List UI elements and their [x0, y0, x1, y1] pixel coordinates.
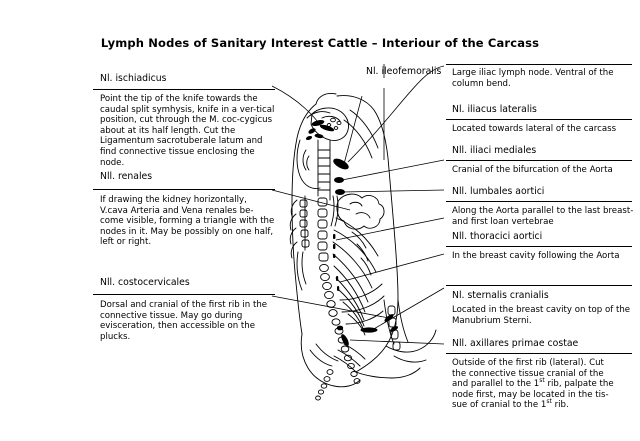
text-thoracici-aortici: In the breast cavity following the Aorta — [452, 251, 620, 261]
text-iliac-large: Large iliac lymph node. Ventral of the c… — [452, 68, 614, 89]
heading-nll-iliaci-mediales: Nll. iliaci mediales — [452, 145, 537, 156]
divider-iliac-large — [446, 64, 632, 65]
text-nl-ischiadicus: Point the tip of the knife towards the c… — [100, 94, 275, 168]
divider-ischiadicus — [93, 89, 275, 90]
text-iliacus-lateralis: Located towards lateral of the carcass — [452, 124, 617, 134]
text-iliaci-mediales: Cranial of the bifurcation of the Aorta — [452, 165, 613, 175]
heading-nll-costocervicales: Nll. costocervicales — [100, 277, 190, 288]
axillares-line-2: the connective tissue cranial of the — [452, 368, 604, 379]
text-lumbales-aortici: Along the Aorta parallel to the last bre… — [452, 206, 634, 227]
text-sternalis-cranialis: Located in the breast cavity on top of t… — [452, 305, 631, 326]
axillares-line-3-sup: st — [539, 377, 545, 385]
divider-iliaci-mediales — [446, 160, 632, 161]
axillares-line-5-pre: sue of cranial to the 1 — [452, 400, 547, 411]
heading-nl-sternalis-cranialis: Nl. sternalis cranialis — [452, 290, 549, 301]
axillares-line-3-pre: and parallel to the 1 — [452, 379, 540, 390]
axillares-line-4: node first, may be located in the tis- — [452, 389, 609, 400]
axillares-line-5-post: rib. — [551, 400, 569, 411]
divider-axillares — [446, 353, 632, 354]
divider-costocervicales — [93, 294, 275, 295]
divider-sternalis-top — [446, 285, 632, 286]
page-title: Lymph Nodes of Sanitary Interest Cattle … — [100, 36, 540, 50]
text-axillares-primae-costae: Outside of the first rib (lateral). Cut … — [452, 358, 636, 411]
heading-nll-axillares-primae-costae: Nll. axillares primae costae — [452, 338, 579, 349]
divider-thoracici-aortici — [446, 246, 632, 247]
axillares-line-3-post: rib, palpate the — [544, 379, 614, 390]
label-ileofemoralis: Nl. ileofemoralis — [366, 66, 442, 77]
text-nll-renales: If drawing the kidney horizontally, V.ca… — [100, 195, 275, 248]
divider-lumbales-aortici — [446, 201, 632, 202]
lymph-node-markers — [305, 120, 399, 346]
heading-nl-ischiadicus: Nl. ischiadicus — [100, 73, 167, 84]
heading-nl-iliacus-lateralis: Nl. iliacus lateralis — [452, 104, 537, 115]
text-nll-costocervicales: Dorsal and cranial of the first rib in t… — [100, 300, 268, 342]
heading-nll-thoracici-aortici: Nll. thoracici aortici — [452, 231, 543, 242]
heading-nll-lumbales-aortici: Nll. lumbales aortici — [452, 186, 545, 197]
axillares-line-5-sup: st — [546, 398, 552, 406]
heading-nll-renales: Nll. renales — [100, 171, 153, 182]
divider-iliacus-lateralis — [446, 119, 632, 120]
axillares-line-1: Outside of the first rib (lateral). Cut — [452, 358, 604, 368]
divider-renales — [93, 189, 275, 190]
